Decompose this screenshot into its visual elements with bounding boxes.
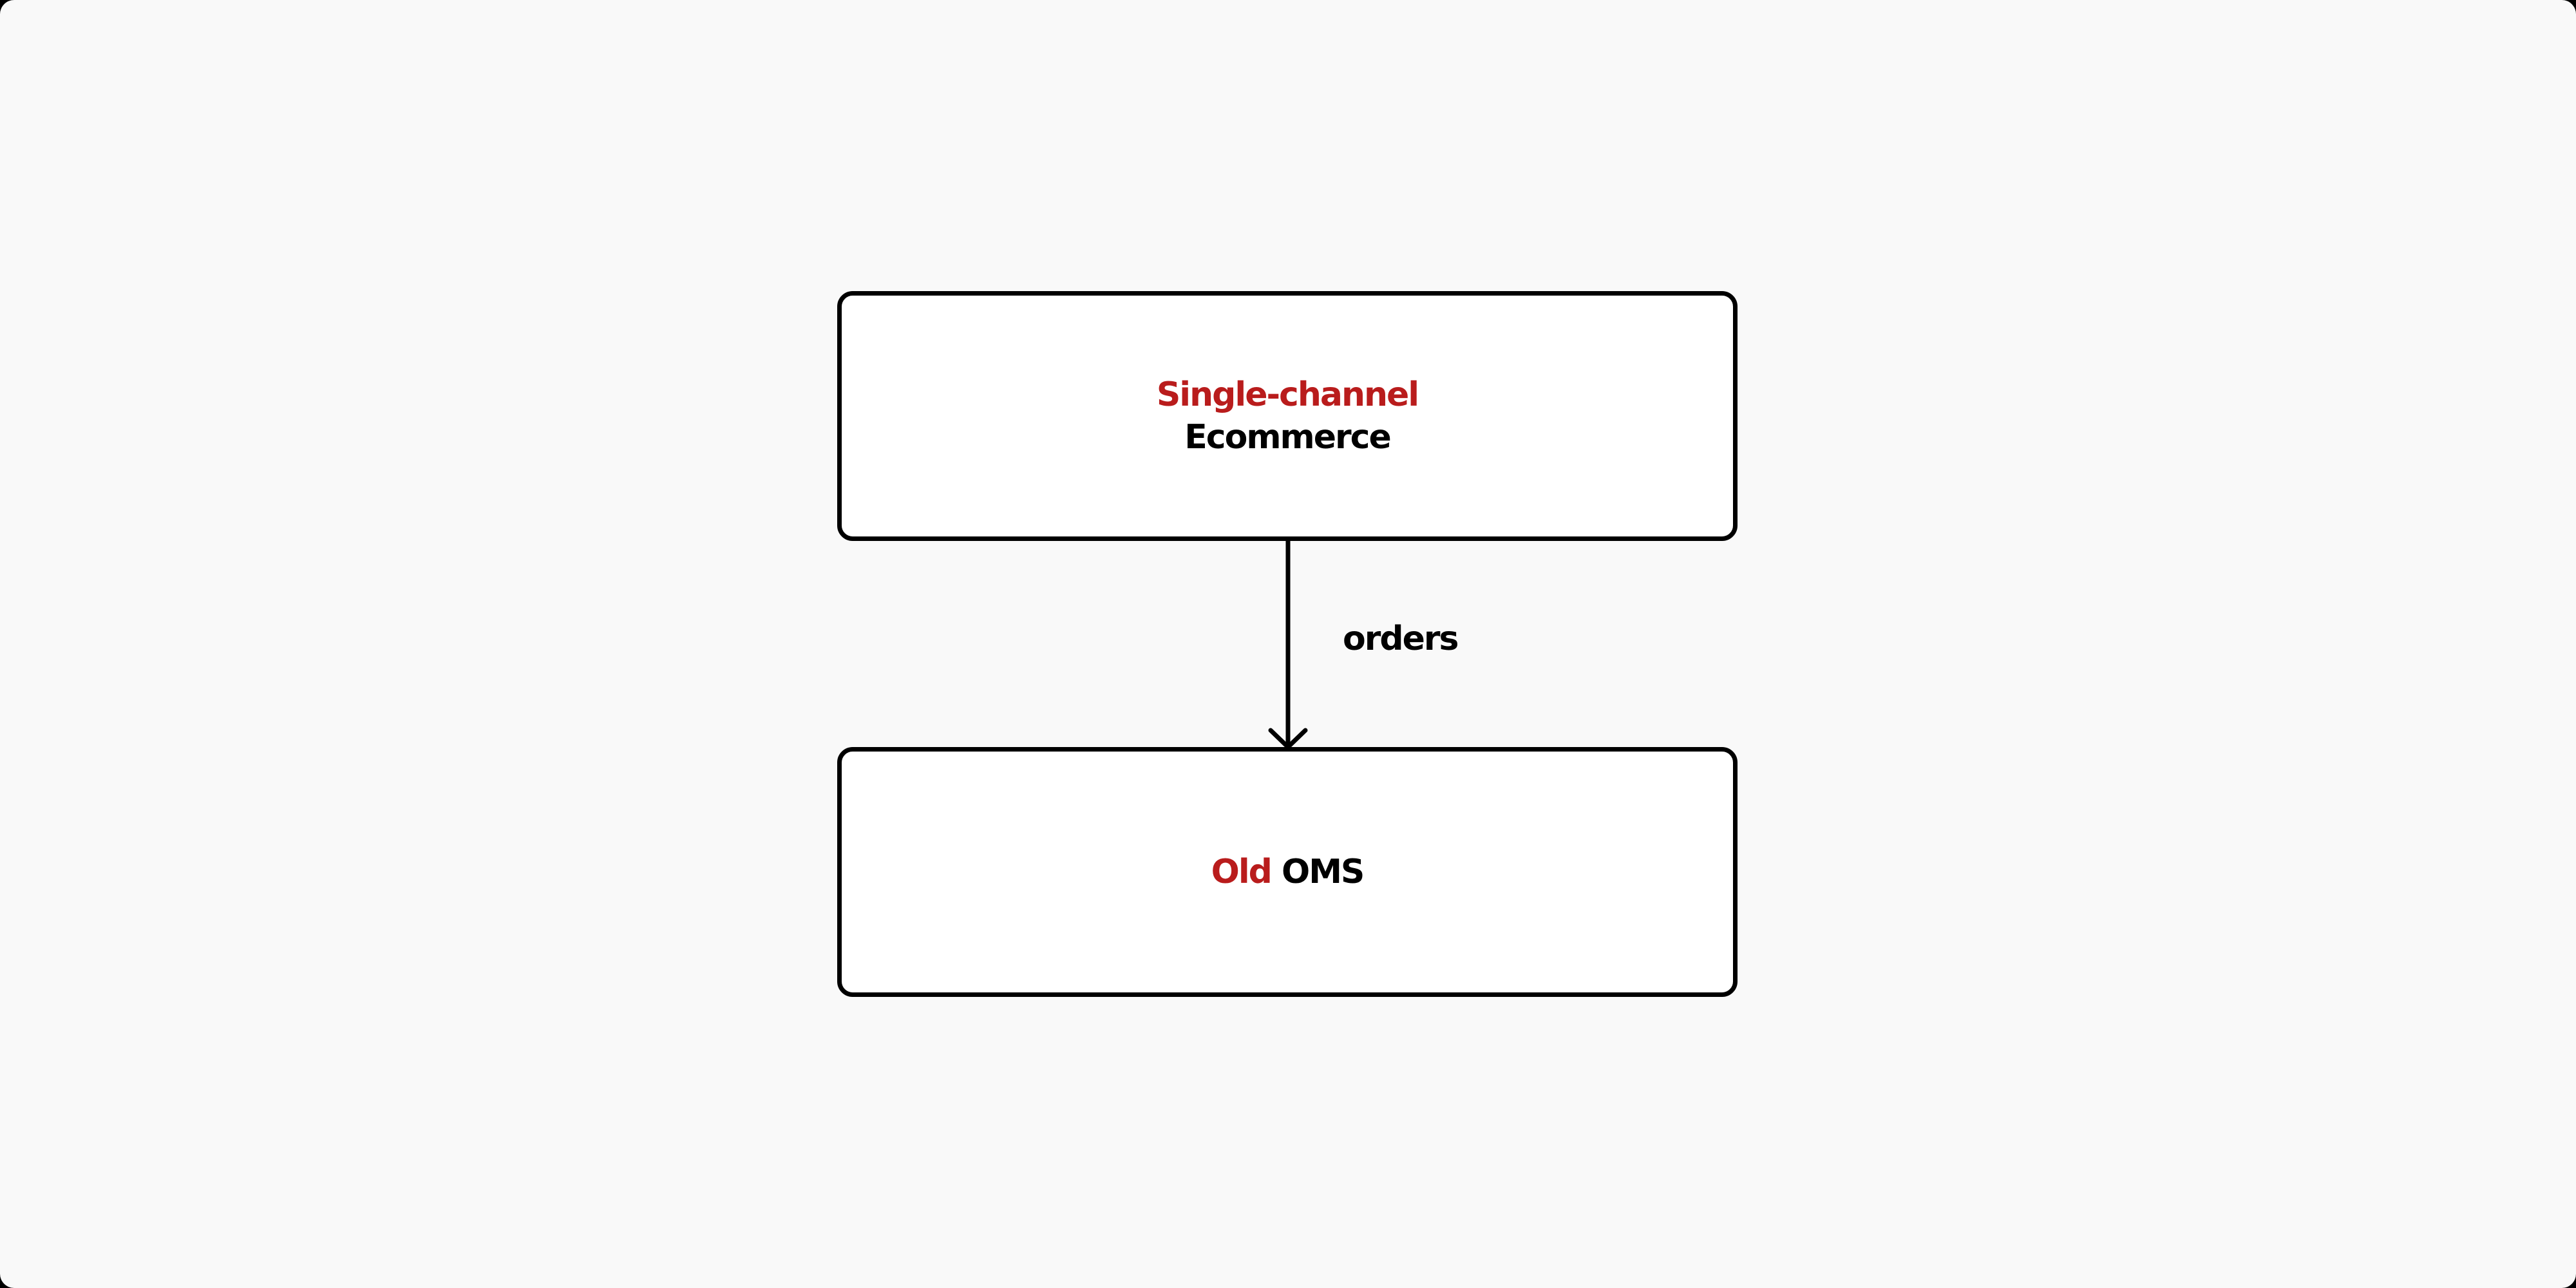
node-accent-label: Old <box>1211 853 1273 891</box>
node-single-channel-ecommerce: Single-channel Ecommerce <box>837 291 1738 541</box>
edge-label-orders: orders <box>1343 620 1459 658</box>
node-label: Ecommerce <box>1184 418 1391 457</box>
node-accent-label: Single-channel <box>1156 375 1419 414</box>
node-label: OMS <box>1281 853 1365 891</box>
node-old-oms: Old OMS <box>837 747 1738 997</box>
arrowhead-icon <box>1268 728 1308 750</box>
